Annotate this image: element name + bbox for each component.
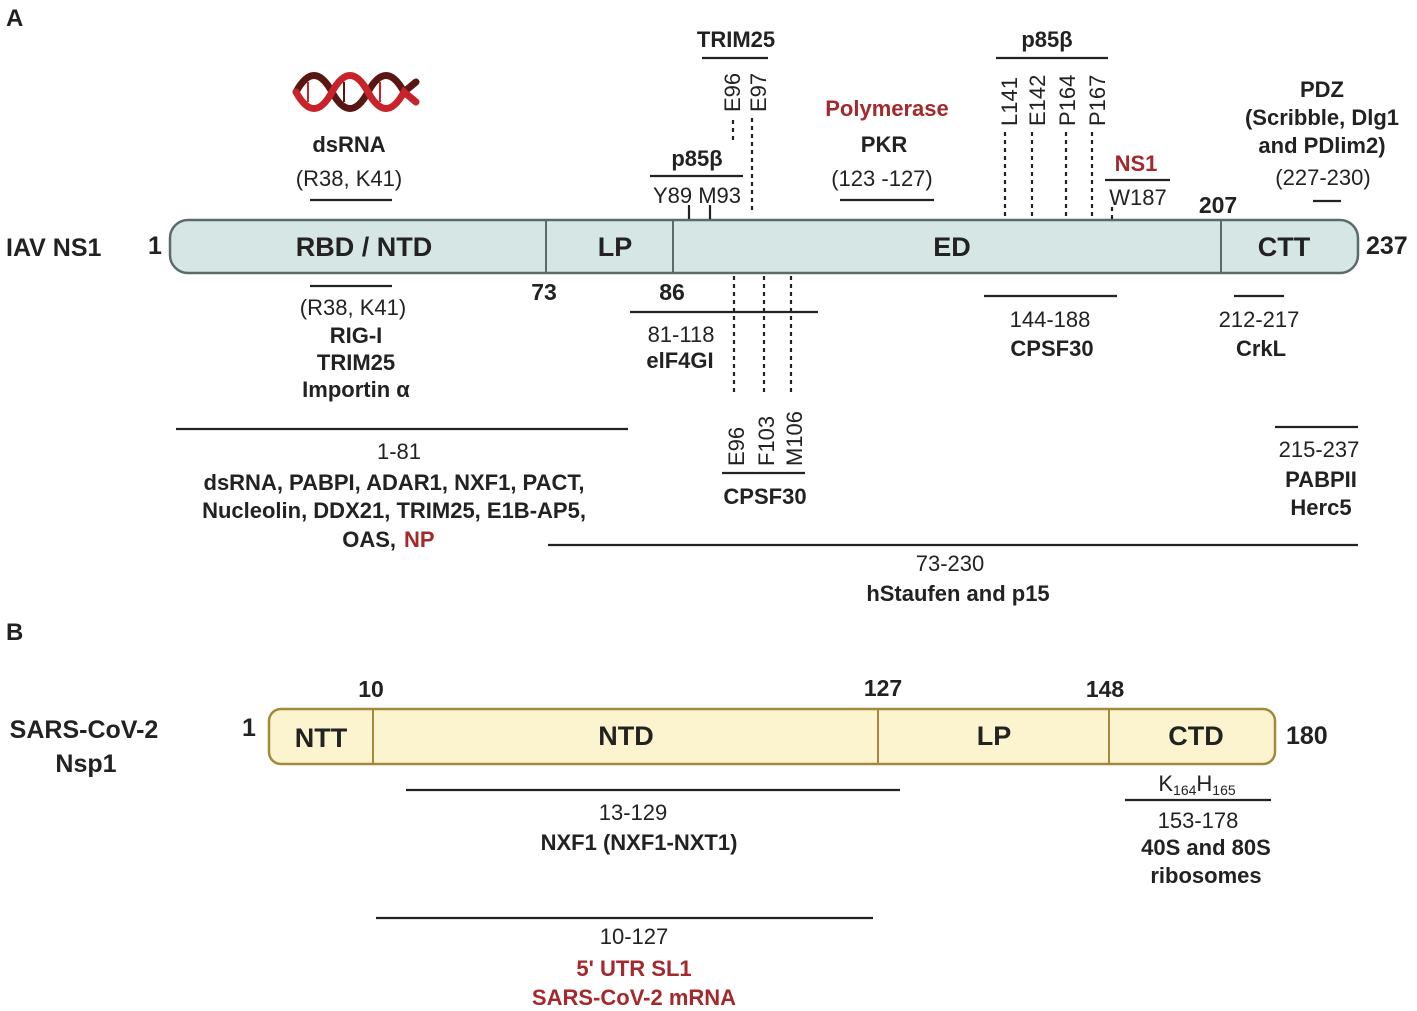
domain-lp-ns1: LP — [598, 232, 633, 262]
nsp1-protein-bar — [267, 707, 1277, 766]
pdz-residues: (227-230) — [1275, 165, 1370, 190]
nxf-residues: 13-129 — [599, 800, 668, 825]
nsp1-start-label: 1 — [242, 714, 256, 742]
ns1-dimer-residue: W187 — [1109, 185, 1166, 210]
cpsf-mid-name: CPSF30 — [723, 484, 806, 509]
domain-ntd: NTD — [598, 721, 654, 751]
boundary-73: 73 — [531, 279, 557, 305]
boundary-148: 148 — [1086, 676, 1125, 702]
range-1-81-list-2: Nucleolin, DDX21, TRIM25, E1B-AP5, — [202, 498, 586, 523]
cpsf-right-residues: 144-188 — [1010, 307, 1091, 332]
domain-lp-nsp1: LP — [977, 721, 1012, 751]
boundary-86: 86 — [659, 279, 685, 305]
p85b-right-name: p85β — [1021, 27, 1072, 52]
ribo-residues: 153-178 — [1158, 808, 1239, 833]
pabp-residues: 215-237 — [1279, 437, 1360, 462]
pabp-name-2: Herc5 — [1290, 495, 1351, 520]
p85b-res-p164: P164 — [1055, 75, 1080, 126]
p85b-res-e142: E142 — [1025, 75, 1050, 126]
trim25-top-name: TRIM25 — [697, 27, 775, 52]
domain-ctd: CTD — [1168, 721, 1224, 751]
range-1-81: 1-81 — [377, 439, 421, 464]
ns1-end-label: 237 — [1366, 232, 1408, 260]
cpsf-res-f103: F103 — [754, 416, 779, 466]
cpsf-right-name: CPSF30 — [1010, 336, 1093, 361]
boundary-10: 10 — [358, 676, 384, 702]
nsp1-label-2: Nsp1 — [55, 750, 116, 778]
panel-b-letter: B — [6, 619, 23, 646]
rig-name-3: Importin α — [302, 377, 410, 402]
p85b-res-p167: P167 — [1085, 75, 1110, 126]
iav-ns1-label: IAV NS1 — [6, 234, 101, 262]
dsrna-name: dsRNA — [312, 132, 385, 157]
pkr-residues: (123 -127) — [831, 166, 933, 191]
ns1-protein-bar — [168, 218, 1360, 275]
range-1-81-list-np: NP — [404, 527, 435, 552]
staufen-name: hStaufen and p15 — [866, 581, 1049, 606]
p85b-left-residues: Y89 M93 — [653, 183, 741, 208]
range-1-81-list-3a: OAS, — [342, 527, 396, 552]
ribo-name-1: 40S and 80S — [1141, 835, 1271, 860]
trim25-res-e97: E97 — [746, 73, 771, 112]
p85b-left-name: p85β — [671, 146, 722, 171]
ns1-dimer-name: NS1 — [1115, 151, 1158, 176]
staufen-residues: 73-230 — [916, 551, 985, 576]
rig-name-1: RIG-I — [330, 323, 383, 348]
eif-residues: 81-118 — [648, 322, 715, 347]
nxf-name: NXF1 (NXF1-NXT1) — [541, 830, 738, 855]
pkr-name: PKR — [861, 132, 908, 157]
boundary-207: 207 — [1199, 192, 1237, 218]
eif-name: elF4GI — [646, 348, 713, 373]
ribo-name-2: ribosomes — [1150, 863, 1261, 888]
crkl-residues: 212-217 — [1219, 307, 1300, 332]
pdz-line1: PDZ — [1300, 77, 1344, 102]
pabp-name-1: PABPII — [1285, 467, 1357, 492]
nsp1-end-label: 180 — [1286, 722, 1328, 750]
rig-name-2: TRIM25 — [317, 350, 395, 375]
domain-rbd-ntd: RBD / NTD — [296, 232, 433, 262]
cpsf-res-m106: M106 — [782, 411, 807, 466]
range-1-81-list-1: dsRNA, PABPI, ADAR1, NXF1, PACT, — [204, 470, 585, 495]
utr-name-1: 5' UTR SL1 — [576, 956, 691, 981]
dsrna-helix-icon — [292, 72, 420, 112]
cpsf-res-e96: E96 — [724, 427, 749, 466]
nsp1-label-1: SARS-CoV-2 — [10, 716, 159, 744]
boundary-127: 127 — [864, 675, 902, 701]
pdz-line3: and PDlim2) — [1258, 133, 1385, 158]
kh-residues: K164H165 — [1158, 771, 1236, 798]
pdz-line2: (Scribble, Dlg1 — [1245, 105, 1399, 130]
trim25-res-e96: E96 — [720, 73, 745, 112]
domain-ntt: NTT — [295, 723, 348, 753]
utr-name-2: SARS-CoV-2 mRNA — [532, 985, 736, 1010]
domain-ctt: CTT — [1258, 232, 1311, 262]
crkl-name: CrkL — [1236, 336, 1286, 361]
dsrna-residues: (R38, K41) — [296, 166, 402, 191]
p85b-res-l141: L141 — [997, 77, 1022, 126]
rig-residues: (R38, K41) — [300, 295, 406, 320]
domain-ed: ED — [933, 232, 971, 262]
utr-residues: 10-127 — [600, 924, 669, 949]
polymerase-name: Polymerase — [825, 96, 949, 121]
ns1-start-label: 1 — [148, 232, 162, 260]
panel-a-letter: A — [6, 5, 23, 32]
